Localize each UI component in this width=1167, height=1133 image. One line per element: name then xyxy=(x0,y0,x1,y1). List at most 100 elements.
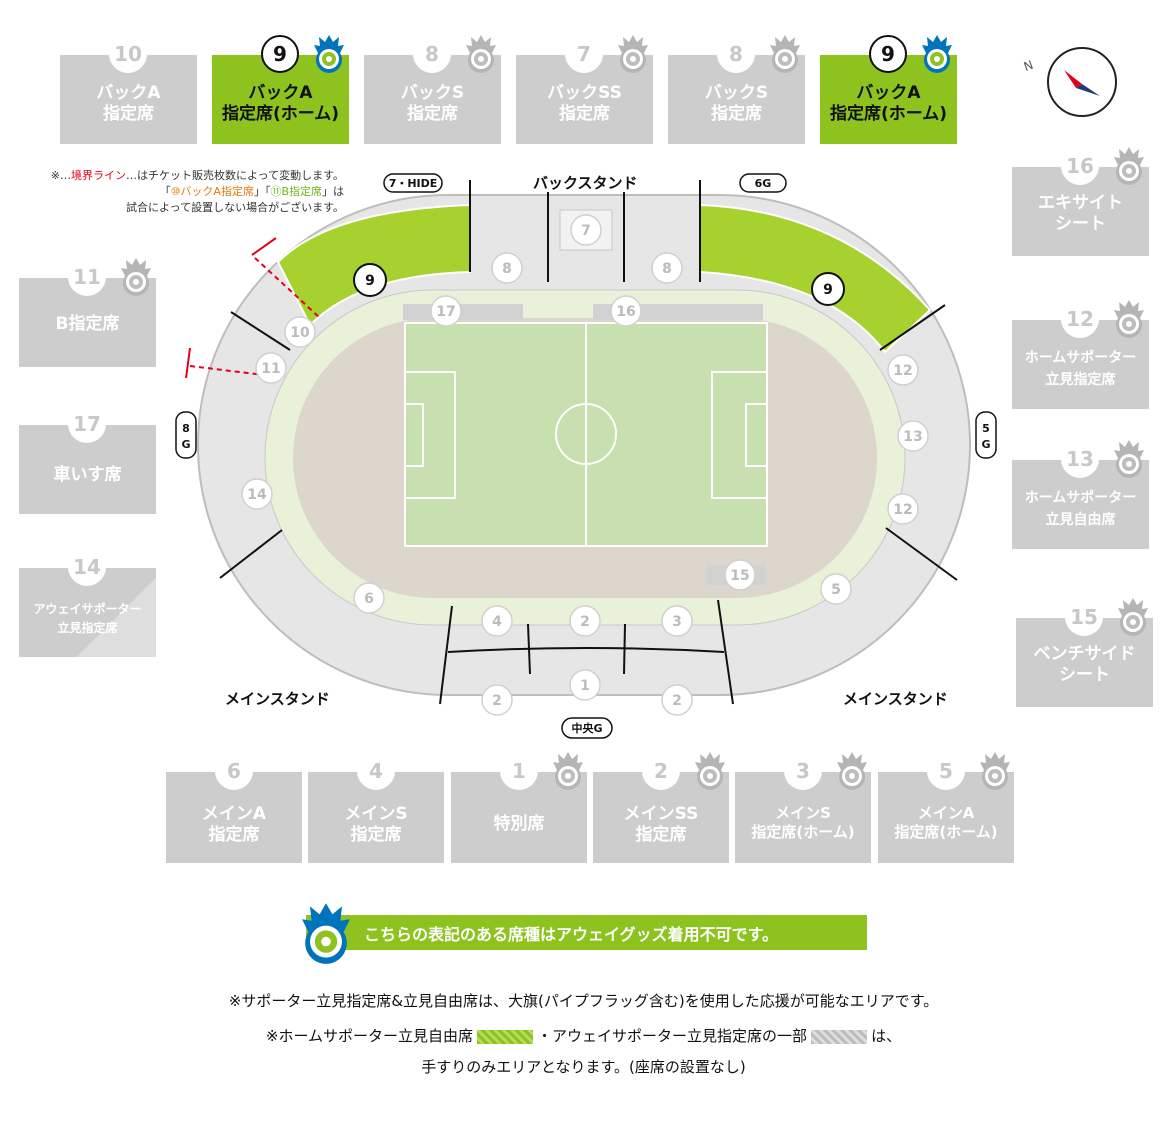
seat-number-badge: 16 xyxy=(1061,147,1099,185)
seat-number-badge: 8 xyxy=(717,35,755,73)
section-15-label: 15 xyxy=(730,568,749,584)
away-goods-banner: こちらの表記のある席種はアウェイグッズ着用不可です。 xyxy=(306,915,867,950)
section-4-label: 4 xyxy=(492,614,502,630)
seat-number-badge: 15 xyxy=(1065,598,1103,636)
center-circle xyxy=(555,403,617,465)
tile-bench-side-15[interactable]: 15 ベンチサイドシート xyxy=(1016,598,1153,707)
seat-type-label: 車いす席 xyxy=(53,465,122,485)
home-block-left xyxy=(276,203,471,327)
club-crest-icon xyxy=(302,903,350,964)
club-crest-icon xyxy=(553,752,583,790)
seat-type-label: エキサイトシート xyxy=(1038,193,1123,235)
section-12-top-label: 12 xyxy=(893,363,912,379)
track xyxy=(264,289,906,626)
tile-home-supporter-free-13[interactable]: 13 ホームサポーター立見自由席 xyxy=(1012,440,1149,549)
seat-number-badge: 3 xyxy=(784,752,822,790)
seat-type-label: ホームサポーター立見自由席 xyxy=(1024,490,1137,528)
club-crest-icon xyxy=(1114,300,1144,338)
gate-6g xyxy=(739,173,787,193)
tile-special-1[interactable]: 1 特別席 xyxy=(451,752,587,863)
gate-center-label: 中央G xyxy=(571,721,602,735)
club-crest-icon xyxy=(1118,598,1148,636)
section-16-label: 16 xyxy=(616,304,635,320)
club-crest-icon xyxy=(1114,440,1144,478)
gate-7-hide-label: 7・HIDE xyxy=(389,177,438,190)
club-crest-icon xyxy=(980,752,1010,790)
tile-b-seat-11[interactable]: 11 B指定席 xyxy=(19,258,156,367)
section-3-label: 3 xyxy=(672,614,682,630)
footer-note-2: ※ホームサポーター立見自由席・アウェイサポーター立見指定席の一部は、 xyxy=(265,1027,902,1045)
tile-wheelchair-17[interactable]: 17 車いす席 xyxy=(19,405,156,514)
gate-8g xyxy=(175,411,197,459)
seat-number-badge: 9 xyxy=(261,35,299,73)
club-crest-icon xyxy=(695,752,725,790)
banner-text: こちらの表記のある席種はアウェイグッズ着用不可です。 xyxy=(364,924,779,944)
section-5-label: 5 xyxy=(831,582,841,598)
gate-6g-label: 6G xyxy=(755,177,772,190)
gate-5g xyxy=(975,411,997,459)
section-6-label: 6 xyxy=(364,591,374,607)
section-1-label: 1 xyxy=(580,678,590,694)
tile-home-supporter-reserved-12[interactable]: 12 ホームサポーター立見指定席 xyxy=(1012,300,1149,409)
seat-type-label: ベンチサイドシート xyxy=(1033,644,1136,686)
seat-number-badge: 4 xyxy=(357,752,395,790)
gate-center xyxy=(561,717,613,739)
section-9-right-label: 9 xyxy=(823,282,833,298)
section-2-lower-left-label: 2 xyxy=(492,693,502,709)
seat-number-badge: 9 xyxy=(869,35,907,73)
section-2-label: 2 xyxy=(580,614,590,630)
club-crest-icon xyxy=(314,35,344,73)
svg-text:N: N xyxy=(1022,58,1035,74)
tile-away-supporter-14[interactable]: 14 アウェイサポーター立見指定席 xyxy=(19,548,156,657)
seat-number-badge: 7 xyxy=(565,35,603,73)
section-9-left-label: 9 xyxy=(365,273,375,289)
back-stand-label: バックスタンド xyxy=(533,174,638,192)
seat-type-label: アウェイサポーター立見指定席 xyxy=(33,602,142,636)
seat-number-badge: 6 xyxy=(215,752,253,790)
seat-type-label: ホームサポーター立見指定席 xyxy=(1024,350,1137,388)
footer-note-3: 手すりのみエリアとなります。(座席の設置なし) xyxy=(421,1058,746,1076)
pitch xyxy=(404,322,768,547)
seat-number-badge: 17 xyxy=(68,405,106,443)
club-crest-icon xyxy=(837,752,867,790)
section-10-label: 10 xyxy=(290,325,310,341)
section-11-label: 11 xyxy=(261,361,280,377)
main-stand-right-label: メインスタンド xyxy=(843,690,948,708)
seat-number-badge: 10 xyxy=(109,35,147,73)
section-8-left-label: 8 xyxy=(502,261,512,277)
tile-excite-seat-16[interactable]: 16 エキサイトシート xyxy=(1012,147,1149,256)
club-crest-icon xyxy=(1114,147,1144,185)
boundary-note: ※…境界ライン…はチケット販売枚数によって変動します。 「⑩バックA指定席」「⑪… xyxy=(50,169,344,214)
club-crest-icon xyxy=(770,35,800,73)
stands-ring xyxy=(197,194,971,696)
club-crest-icon xyxy=(466,35,496,73)
infield xyxy=(293,318,877,598)
section-13-label: 13 xyxy=(903,429,922,445)
seat-number-badge: 8 xyxy=(413,35,451,73)
seat-type-label: B指定席 xyxy=(55,314,120,334)
section-14-label: 14 xyxy=(247,487,267,503)
seat-number-badge: 11 xyxy=(68,258,106,296)
home-block-right xyxy=(699,203,932,354)
